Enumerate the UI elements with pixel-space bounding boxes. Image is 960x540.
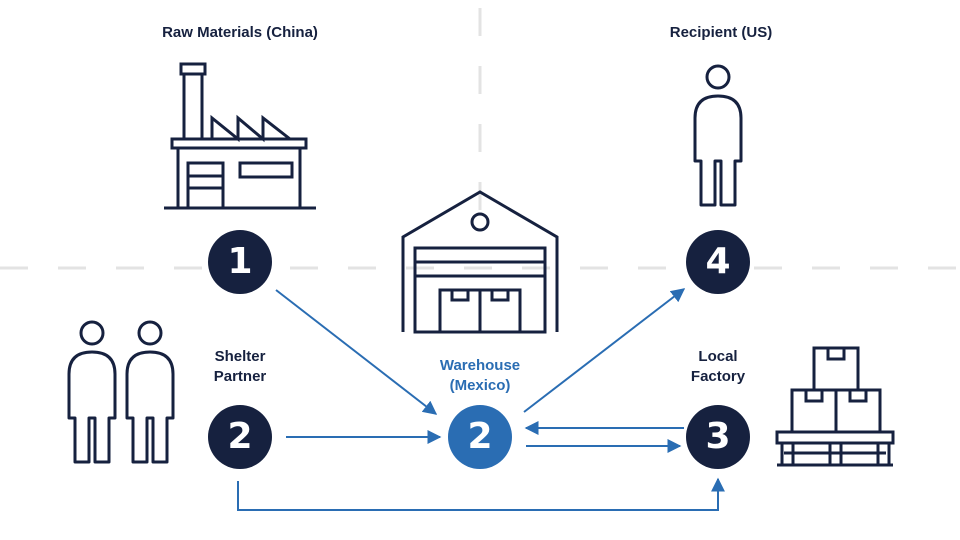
two-people-icon <box>67 320 175 464</box>
arrow-raw-materials-to-warehouse <box>275 289 438 415</box>
step-badge-shelter-partner: 2 <box>208 405 272 469</box>
factory-icon <box>164 62 316 210</box>
arrow-warehouse-to-recipient <box>523 288 686 413</box>
local-factory-label: Local Factory <box>690 348 746 385</box>
pallet-boxes-icon <box>775 346 895 467</box>
warehouse-icon <box>401 190 559 334</box>
warehouse-label: Warehouse (Mexico) <box>439 357 521 394</box>
person-icon <box>693 64 743 207</box>
step-badge-local-factory: 3 <box>686 405 750 469</box>
recipient-label: Recipient (US) <box>669 24 773 41</box>
step-badge-warehouse: 2 <box>448 405 512 469</box>
step-badge-raw-materials: 1 <box>208 230 272 294</box>
arrow-shelter-partner-to-local-factory <box>237 477 725 511</box>
flow-arrows <box>237 288 725 511</box>
raw-materials-label: Raw Materials (China) <box>162 24 318 41</box>
step-badge-recipient: 4 <box>686 230 750 294</box>
shelter-partner-label: Shelter Partner <box>213 348 267 385</box>
